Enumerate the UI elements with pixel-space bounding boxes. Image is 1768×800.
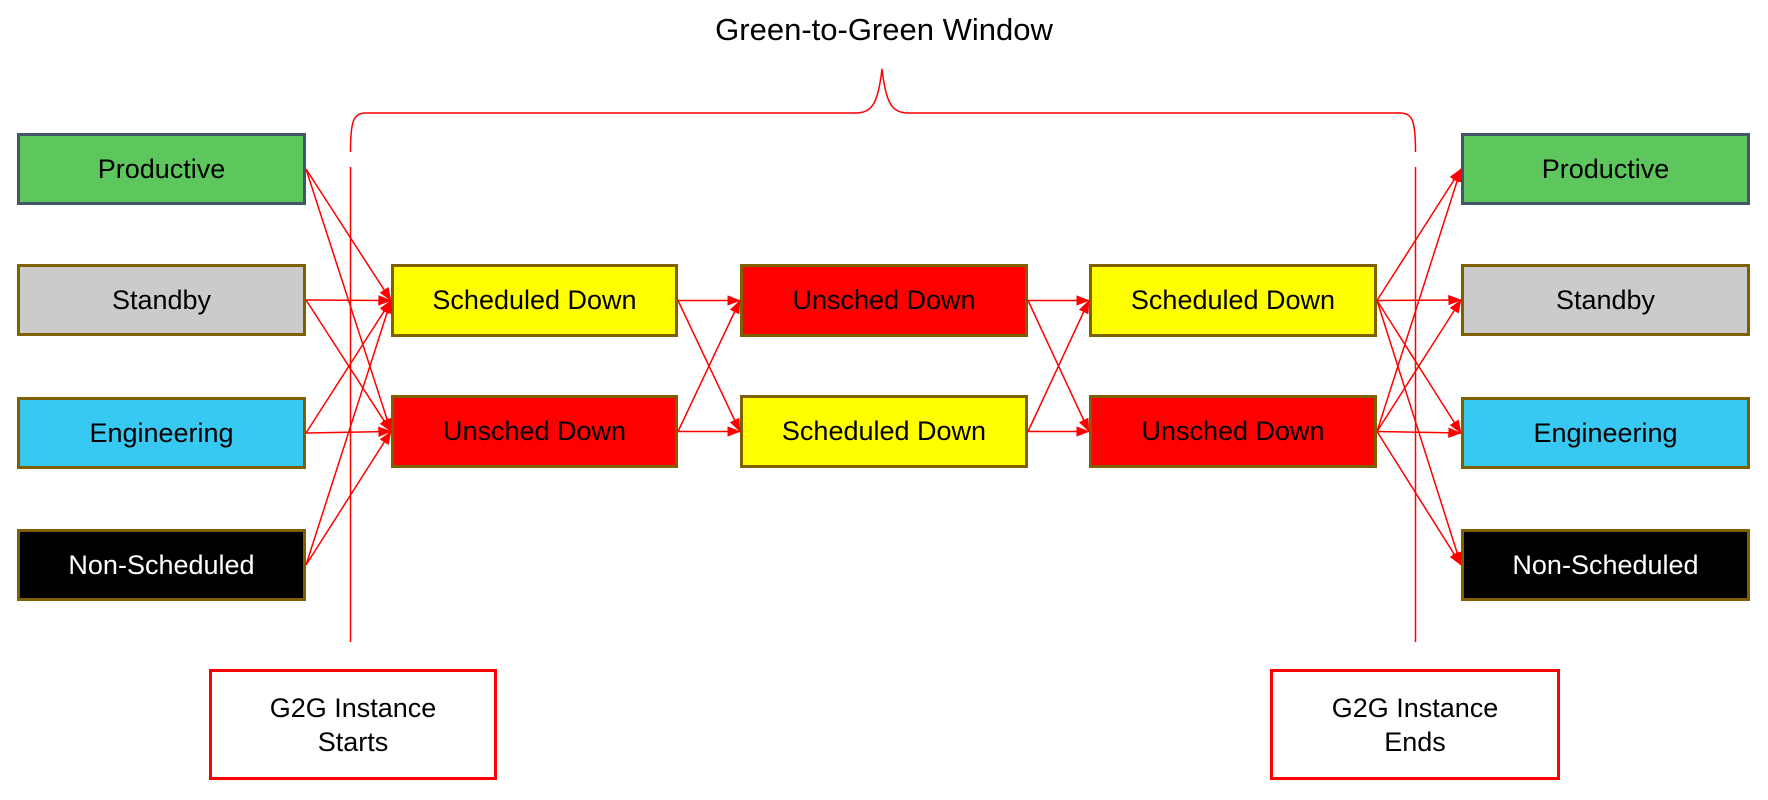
transition-arrow <box>1376 294 1462 306</box>
state-box-engineering-left: Engineering <box>17 397 306 469</box>
state-box-productive-right: Productive <box>1461 133 1750 205</box>
down-box-scheduled-2: Scheduled Down <box>740 395 1028 468</box>
g2g-ends-line1: G2G Instance <box>1331 692 1499 723</box>
diagram-title: Green-to-Green Window <box>715 12 1053 47</box>
down-box-unscheduled-2: Unsched Down <box>740 264 1028 337</box>
state-box-engineering-right: Engineering <box>1461 397 1750 469</box>
transition-arrow <box>305 430 392 566</box>
g2g-starts-line2: Starts <box>317 726 389 757</box>
state-box-standby-left: Standby <box>17 264 306 336</box>
transition-arrow <box>1027 299 1090 432</box>
transition-arrow <box>1376 168 1463 432</box>
transition-arrow <box>1376 299 1462 432</box>
transition-arrow <box>305 295 392 306</box>
g2g-instance-ends-label: G2G Instance Ends <box>1270 669 1560 780</box>
state-box-standby-right: Standby <box>1461 264 1750 336</box>
transition-arrow <box>1027 300 1090 433</box>
transition-arrow <box>305 299 392 434</box>
transition-arrow <box>1376 427 1462 439</box>
down-box-unscheduled-3: Unsched Down <box>1089 395 1377 468</box>
transition-arrow <box>305 299 392 433</box>
state-box-nonscheduled-left: Non-Scheduled <box>17 529 306 601</box>
transition-arrow <box>677 299 741 432</box>
down-box-scheduled-1: Scheduled Down <box>391 264 678 337</box>
g2g-ends-line2: Ends <box>1384 726 1446 757</box>
transition-arrow <box>677 300 741 433</box>
transition-arrow <box>1376 300 1462 434</box>
state-box-nonscheduled-right: Non-Scheduled <box>1461 529 1750 601</box>
transition-arrow <box>1376 431 1462 566</box>
down-box-scheduled-3: Scheduled Down <box>1089 264 1377 337</box>
transition-arrow <box>305 168 392 302</box>
g2g-window-brace <box>349 68 1417 153</box>
transition-arrow <box>305 299 393 566</box>
g2g-instance-starts-label: G2G Instance Starts <box>209 669 497 780</box>
g2g-starts-line1: G2G Instance <box>269 692 437 723</box>
down-box-unscheduled-1: Unsched Down <box>391 395 678 468</box>
transition-arrow <box>1376 168 1462 301</box>
transition-arrow <box>1376 300 1463 566</box>
transition-arrow <box>305 168 393 433</box>
state-box-productive-left: Productive <box>17 133 306 205</box>
transition-arrow <box>305 426 392 437</box>
